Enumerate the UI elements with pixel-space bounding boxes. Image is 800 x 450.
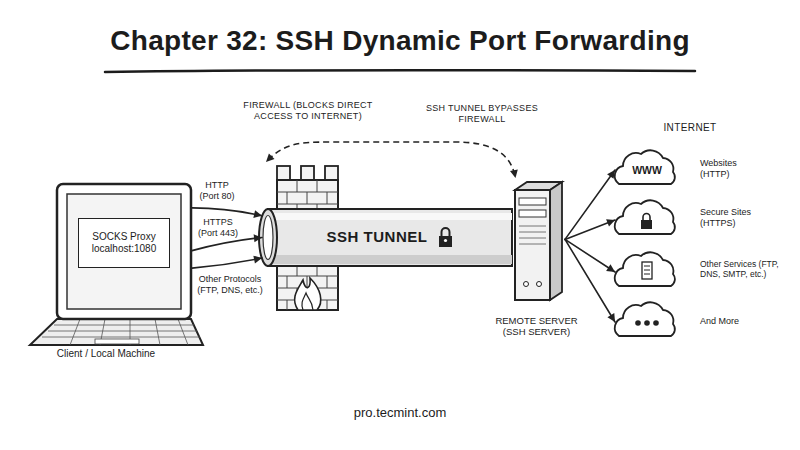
node-label: SSH TUNNEL bbox=[312, 228, 442, 246]
arrow-head bbox=[606, 219, 615, 226]
node-sublabel: Websites (HTTP) bbox=[700, 158, 755, 180]
server-illustration bbox=[515, 182, 562, 300]
socks-proxy-box: SOCKS Proxy localhost:1080 bbox=[78, 218, 170, 268]
firewall-merlon bbox=[277, 166, 290, 180]
arrow-head bbox=[606, 264, 615, 272]
remote-server: REMOTE SERVER (SSH SERVER) bbox=[508, 180, 565, 345]
firewall: FIREWALL (BLOCKS DIRECT ACCESS TO INTERN… bbox=[277, 100, 339, 310]
flow-arrow bbox=[565, 220, 615, 239]
laptop-screen-frame bbox=[57, 184, 191, 319]
annotation: INTERNET bbox=[650, 122, 730, 134]
node-label: Secure Sites (HTTPS) bbox=[700, 207, 762, 229]
internet-cloud: Other Services (FTP, DNS, SMTP, etc.) bbox=[615, 250, 775, 294]
ellipsis-dot bbox=[653, 320, 659, 326]
server-vents bbox=[519, 226, 546, 244]
firewall-flame-inner bbox=[302, 293, 313, 310]
arrow-head bbox=[253, 210, 262, 218]
server-button bbox=[537, 282, 542, 287]
node-label: REMOTE SERVER (SSH SERVER) bbox=[485, 315, 588, 338]
edge-label: Other Protocols (FTP, DNS, etc.) bbox=[193, 274, 267, 296]
laptop-screen bbox=[67, 194, 181, 309]
arrow-head bbox=[607, 313, 615, 322]
tunnel-tube bbox=[268, 209, 512, 266]
ellipsis-dot bbox=[644, 320, 650, 326]
tunnel-opening bbox=[263, 216, 273, 260]
internet-clouds bbox=[615, 150, 675, 336]
lock-keyhole bbox=[444, 239, 447, 242]
diagram-title: Chapter 32: SSH Dynamic Port Forwarding bbox=[0, 24, 800, 58]
ellipsis-dot bbox=[635, 320, 641, 326]
annotation: SSH TUNNEL BYPASSES FIREWALL bbox=[418, 103, 546, 125]
tunnel-highlight bbox=[270, 213, 512, 220]
server-bay bbox=[519, 198, 546, 205]
flow-arrow bbox=[565, 170, 615, 239]
tunnel-shade bbox=[270, 255, 512, 264]
tunnel-illustration bbox=[259, 209, 512, 266]
firewall-merlon bbox=[301, 166, 314, 180]
flow-arrow bbox=[565, 239, 615, 272]
laptop-illustration bbox=[30, 184, 203, 345]
internet-cloud: Secure Sites (HTTPS) bbox=[615, 198, 755, 242]
client-laptop: Client / Local MachineSOCKS Proxy localh… bbox=[50, 183, 192, 361]
node-label: And More bbox=[700, 316, 760, 327]
node-label: SOCKS Proxy localhost:1080 bbox=[80, 231, 168, 255]
arrow-head bbox=[253, 256, 262, 264]
firewall-flame bbox=[295, 278, 321, 310]
ssh-tunnel: SSH TUNNEL bbox=[262, 209, 514, 266]
title-underline bbox=[105, 70, 695, 72]
laptop-base bbox=[30, 319, 203, 345]
flow-arrow bbox=[192, 208, 262, 216]
server-bay bbox=[519, 210, 546, 217]
laptop-touchpad bbox=[95, 339, 139, 344]
server-side bbox=[550, 182, 562, 300]
arrow-head bbox=[607, 170, 615, 179]
lock-body bbox=[641, 220, 652, 229]
watermark: pro.tecmint.com bbox=[300, 405, 500, 421]
cloud-shape bbox=[615, 150, 675, 184]
internet-cloud: And More bbox=[615, 300, 755, 344]
cloud-shape bbox=[615, 252, 675, 286]
building-icon bbox=[642, 262, 652, 279]
lock-body bbox=[439, 236, 452, 247]
cloud-shape bbox=[615, 200, 675, 234]
arrow-head bbox=[266, 154, 275, 163]
lock-shackle bbox=[442, 228, 450, 236]
flow-arrow bbox=[192, 258, 262, 268]
node-label: Other Services (FTP, DNS, SMTP, etc.) bbox=[700, 259, 794, 279]
edge-label: HTTPS (Port 443) bbox=[194, 217, 242, 239]
firewall-merlon bbox=[325, 166, 338, 180]
arrow-head bbox=[510, 169, 518, 178]
laptop-keys bbox=[42, 319, 200, 345]
node-label: WWW bbox=[627, 164, 667, 177]
server-front bbox=[515, 190, 550, 300]
node-label: Client / Local Machine bbox=[35, 348, 177, 360]
bypass-dashed-arrow bbox=[268, 142, 515, 176]
lock-shackle bbox=[643, 214, 650, 220]
edge-label: HTTP (Port 80) bbox=[196, 180, 238, 202]
arrow-head bbox=[254, 234, 262, 242]
flow-arrow bbox=[192, 238, 262, 251]
flow-arrow bbox=[565, 239, 615, 322]
internet-cloud: WWW Websites (HTTP) bbox=[615, 148, 755, 192]
cloud-shape bbox=[615, 302, 675, 336]
node-label: FIREWALL (BLOCKS DIRECT ACCESS TO INTERN… bbox=[243, 100, 373, 122]
server-button bbox=[524, 282, 529, 287]
building-icon-lines bbox=[644, 266, 650, 274]
